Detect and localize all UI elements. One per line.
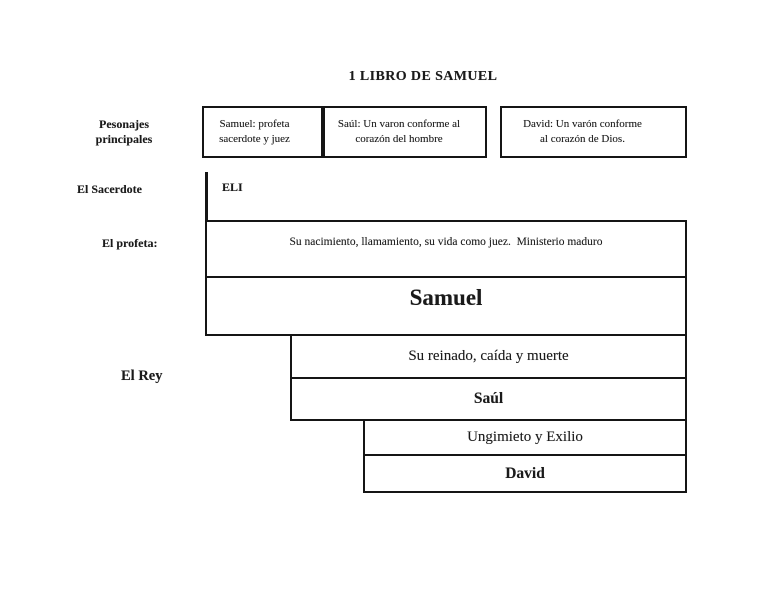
cell-samuel-line2: sacerdote y juez: [219, 133, 290, 145]
samuel-ministry-description-box: Su nacimiento, llamamiento, su vida como…: [205, 220, 687, 278]
label-personajes-line1: Pesonajes: [99, 117, 149, 131]
david-name-box: David: [363, 456, 687, 493]
label-el-rey: El Rey: [121, 368, 163, 384]
cell-samuel-descriptor: Samuel: profeta sacerdote y juez: [202, 106, 323, 158]
cell-david-descriptor: David: Un varón conforme al corazón de D…: [500, 106, 687, 158]
cell-saul-descriptor: Saúl: Un varon conforme al corazón del h…: [323, 106, 487, 158]
label-personajes-line2: principales: [95, 132, 153, 146]
cell-samuel-line1: Samuel: profeta: [219, 118, 290, 130]
label-el-sacerdote: El Sacerdote: [77, 182, 142, 196]
cell-david-line2: al corazón de Dios.: [540, 133, 625, 145]
page-title: 1 LIBRO DE SAMUEL: [348, 69, 498, 84]
label-personajes-principales: Pesonajes principales: [86, 117, 162, 147]
saul-name-box: Saúl: [290, 379, 687, 421]
saul-reign-description-box: Su reinado, caída y muerte: [290, 336, 687, 379]
eli-timeline-line: [205, 172, 208, 220]
eli-label: ELI: [222, 180, 243, 194]
cell-saul-line2: corazón del hombre: [355, 133, 443, 145]
label-el-profeta: El profeta:: [102, 236, 158, 250]
samuel-name-box: Samuel: [205, 278, 687, 336]
cell-saul-line1: Saúl: Un varon conforme al: [337, 118, 461, 130]
cell-david-line1: David: Un varón conforme: [523, 118, 642, 130]
david-anointing-description-box: Ungimieto y Exilio: [363, 421, 687, 456]
